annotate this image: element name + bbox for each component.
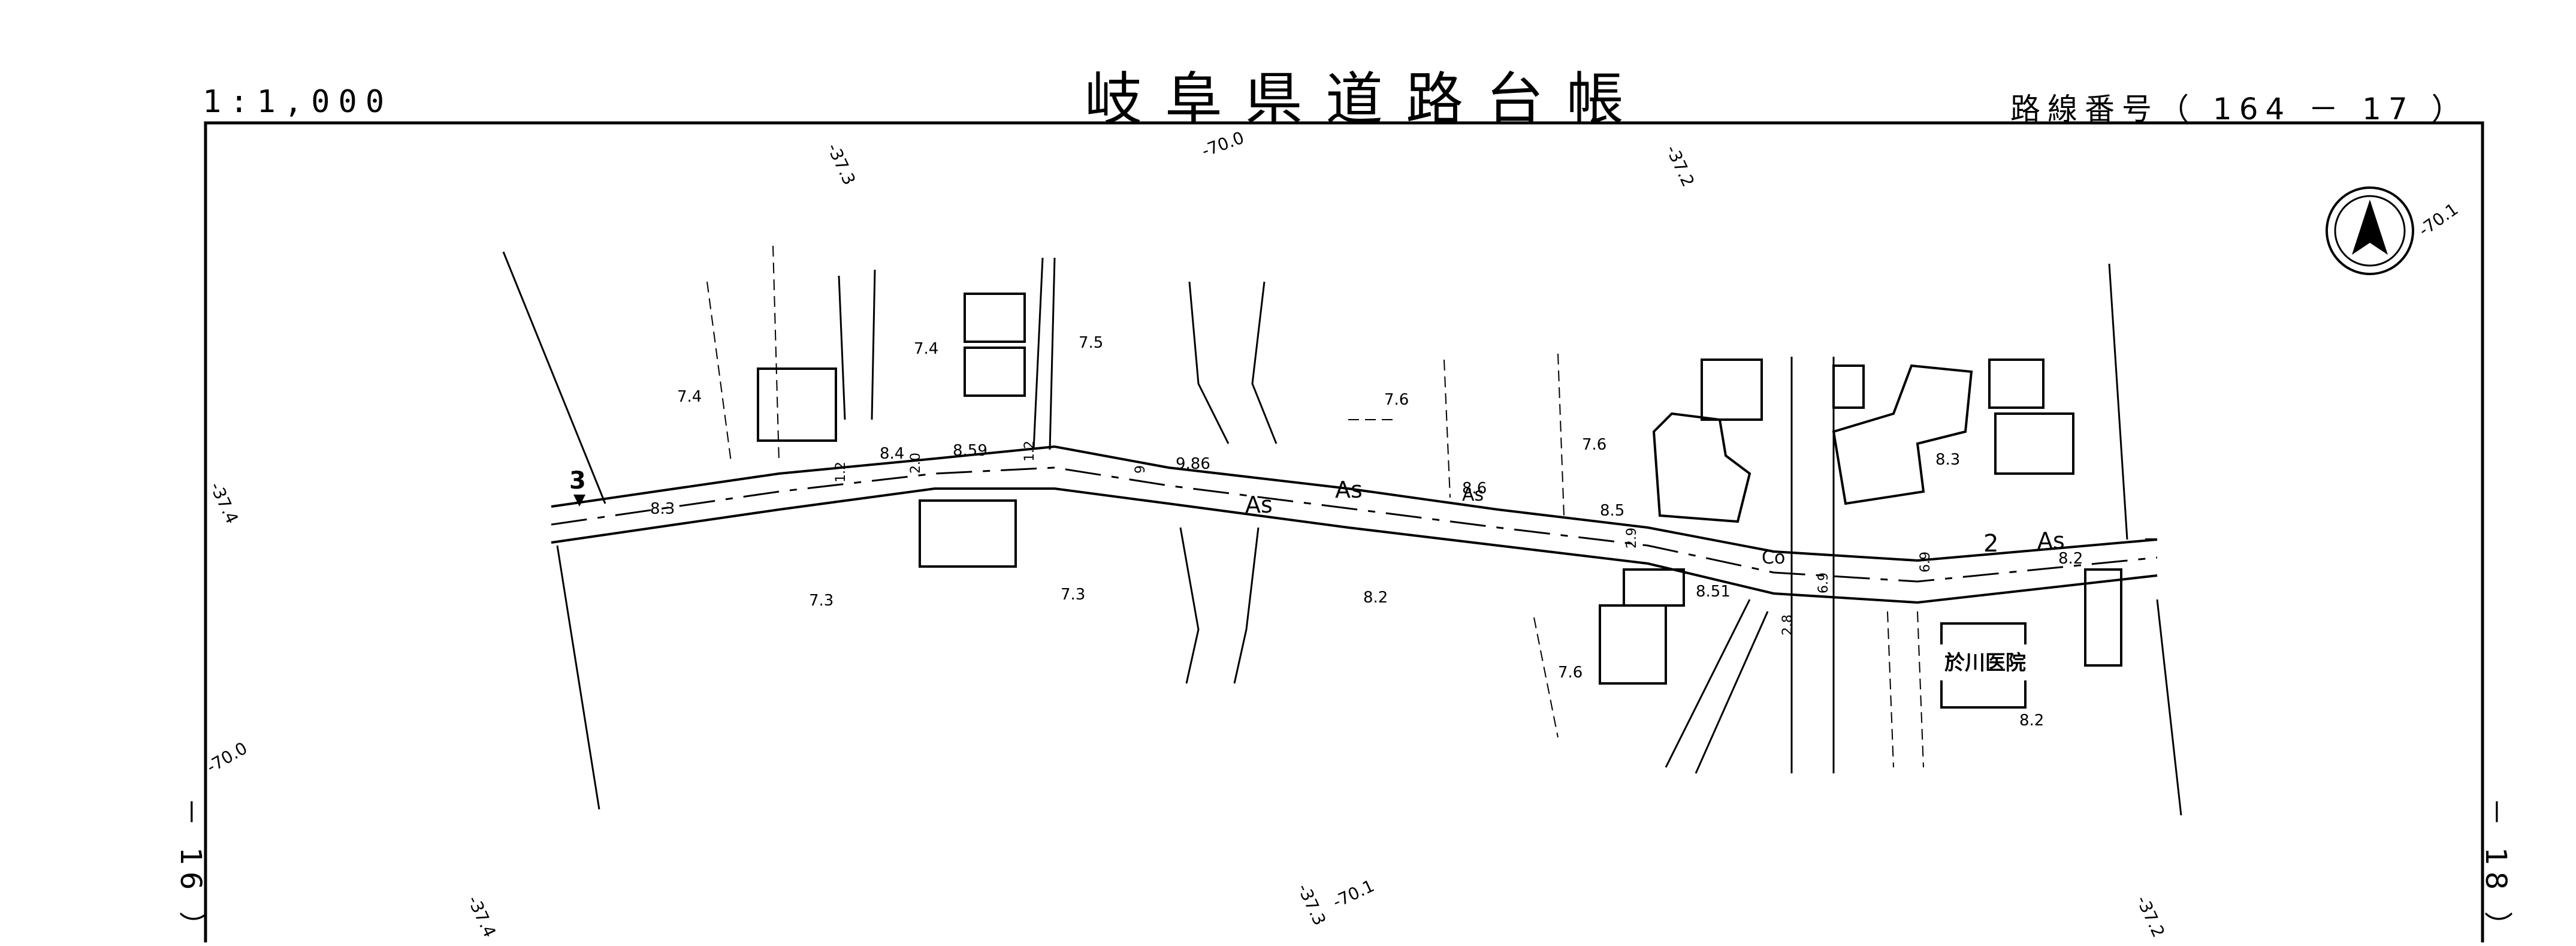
elevation-label: 8.6	[1462, 480, 1487, 498]
width-label: 9	[1133, 465, 1148, 474]
grid-tick: -37.3	[823, 140, 860, 188]
north-arrow-icon	[2326, 186, 2414, 275]
adjacent-sheet-right: － 18 ）	[2479, 797, 2512, 946]
elevation-label: 8.2	[2019, 712, 2044, 730]
surface-label: Co	[1762, 547, 1785, 568]
elevation-label: 8.59	[953, 442, 987, 460]
elevation-label: 7.6	[1582, 436, 1606, 454]
elevation-label: 8.3	[1935, 451, 1960, 469]
map-scale: 1:1,000	[203, 84, 393, 120]
elevation-label: 7.3	[809, 592, 833, 610]
building	[919, 499, 1017, 568]
grid-tick: -37.4	[206, 479, 243, 527]
building	[1832, 364, 1865, 409]
surface-label: As	[2037, 528, 2065, 554]
grid-tick: -37.4	[464, 893, 500, 941]
building	[1988, 358, 2045, 409]
parcel-lines	[706, 245, 1924, 768]
elevation-label: 7.3	[1061, 586, 1085, 604]
elevation-label: 8.3	[650, 500, 675, 518]
surface-label: As	[1462, 484, 1484, 505]
grid-tick: -70.1	[2415, 199, 2462, 240]
building	[1994, 412, 2074, 475]
building	[1652, 412, 1751, 523]
grid-tick: -37.2	[1662, 142, 1699, 190]
main-road	[551, 445, 2158, 604]
building	[1701, 358, 1763, 421]
road-marker-arrow-icon	[573, 495, 585, 507]
building	[757, 367, 837, 442]
surface-label: As	[1245, 492, 1273, 518]
width-label: 2.0	[908, 453, 923, 474]
width-label: 6.9	[1918, 552, 1933, 573]
building	[2084, 568, 2122, 667]
grid-tick: -70.0	[203, 738, 250, 777]
grid-tick: -70.0	[1199, 128, 1246, 161]
adjacent-sheet-left: － 16 ）	[174, 797, 207, 946]
elevation-label: 8.5	[1600, 502, 1624, 520]
building	[1832, 364, 1973, 505]
grid-tick: -37.2	[2133, 893, 2169, 941]
width-label: 6.9	[1816, 573, 1831, 593]
surface-label: As	[1335, 477, 1363, 503]
elevation-label: 8.2	[2058, 550, 2083, 568]
elevation-label: 8.4	[880, 445, 904, 463]
elevation-label: 7.5	[1079, 334, 1103, 352]
width-label: 1.2	[833, 462, 848, 483]
elevation-label: 9.86	[1176, 455, 1210, 473]
width-label: 2.8	[1780, 614, 1795, 635]
building	[964, 347, 1026, 397]
elevation-label: 7.4	[677, 388, 702, 406]
building	[1623, 568, 1685, 607]
elevation-label: 8.51	[1696, 583, 1731, 601]
facility-label: 於川医院	[1944, 651, 2026, 675]
side-streets	[502, 251, 2182, 816]
road-marker: 3	[569, 467, 586, 495]
width-label: 2.9	[1624, 528, 1639, 549]
grid-tick: -70.1	[1330, 876, 1378, 912]
elevation-label: 8.2	[1363, 589, 1388, 607]
building	[964, 293, 1026, 343]
map-frame	[204, 121, 2484, 942]
elevation-label: 7.6	[1558, 664, 1583, 682]
route-number: 路線番号（ 164 － 17 ）	[2010, 92, 2469, 126]
road-marker: 2	[1983, 530, 1998, 558]
grid-tick: -37.3	[1294, 881, 1330, 929]
elevation-label: 7.4	[914, 340, 938, 358]
width-label: 1.2	[1022, 441, 1037, 462]
building	[1599, 604, 1667, 685]
elevation-label: 7.6	[1384, 391, 1409, 409]
